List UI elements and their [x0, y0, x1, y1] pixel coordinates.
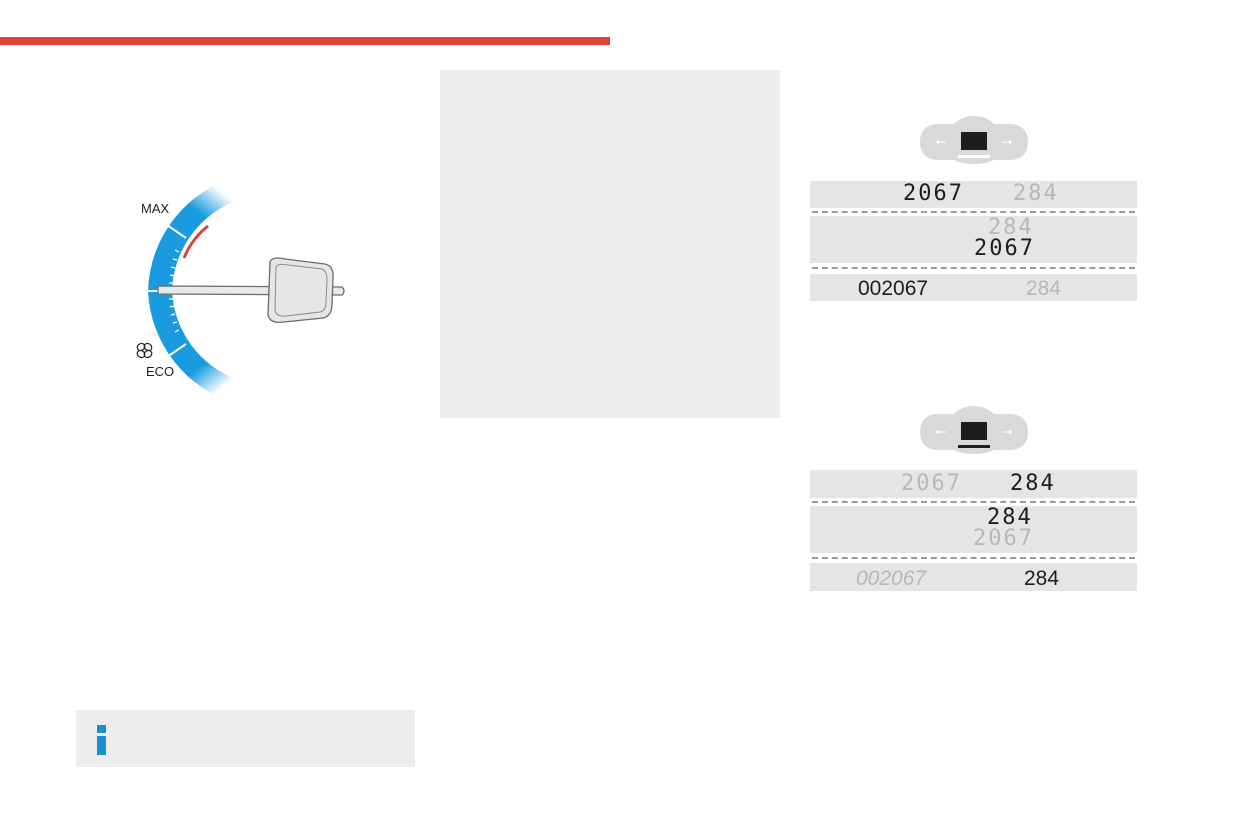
display-1-row-2-bottom: 2067: [974, 236, 1035, 261]
display-2-row-3: 002067 284: [810, 563, 1137, 591]
display-2-row-1-right: 284: [1010, 471, 1056, 496]
display-1-row-2-top: 284: [988, 215, 1034, 240]
divider: [812, 211, 1135, 213]
display-2-row-1-left: 2067: [901, 471, 962, 496]
divider: [812, 501, 1135, 503]
display-2-row-3-right: 284: [1024, 567, 1060, 590]
gauge-eco-label: ECO: [146, 364, 174, 379]
instrument-cluster-icon: [920, 116, 1028, 164]
display-1-row-3-left: 002067: [858, 277, 929, 300]
display-2-row-1: 2067 284: [810, 470, 1137, 498]
info-note-box: [76, 710, 415, 767]
display-1-row-3: 002067 284: [810, 274, 1137, 301]
gauge-arc-upper: [148, 176, 238, 291]
display-2-row-3-left: 002067: [856, 567, 927, 590]
display-1-row-1-left: 2067: [903, 181, 964, 206]
display-1-row-1-right: 284: [1013, 181, 1059, 206]
display-2-row-2-bottom: 2067: [973, 526, 1034, 551]
image-placeholder-panel: [440, 70, 780, 418]
instrument-cluster-icon: [920, 406, 1028, 454]
gauge-arc-lower: [148, 291, 238, 404]
display-1-row-2: 284 2067: [810, 216, 1137, 263]
divider: [812, 267, 1135, 269]
display-2-row-2: 284 2067: [810, 506, 1137, 553]
gauge-pivot: [267, 257, 334, 323]
gauge-max-label: MAX: [141, 201, 170, 216]
header-accent-bar: [0, 37, 610, 45]
power-gauge: MAX ECO: [136, 176, 345, 404]
gauge-red-zone: [182, 224, 209, 259]
fan-icon: [136, 342, 153, 359]
divider: [812, 557, 1135, 559]
display-1-row-1: 2067 284: [810, 181, 1137, 208]
display-2-row-2-top: 284: [987, 505, 1033, 530]
display-1-row-3-right: 284: [1026, 277, 1062, 300]
info-icon: [97, 725, 106, 755]
gauge-ticks: [169, 249, 180, 333]
